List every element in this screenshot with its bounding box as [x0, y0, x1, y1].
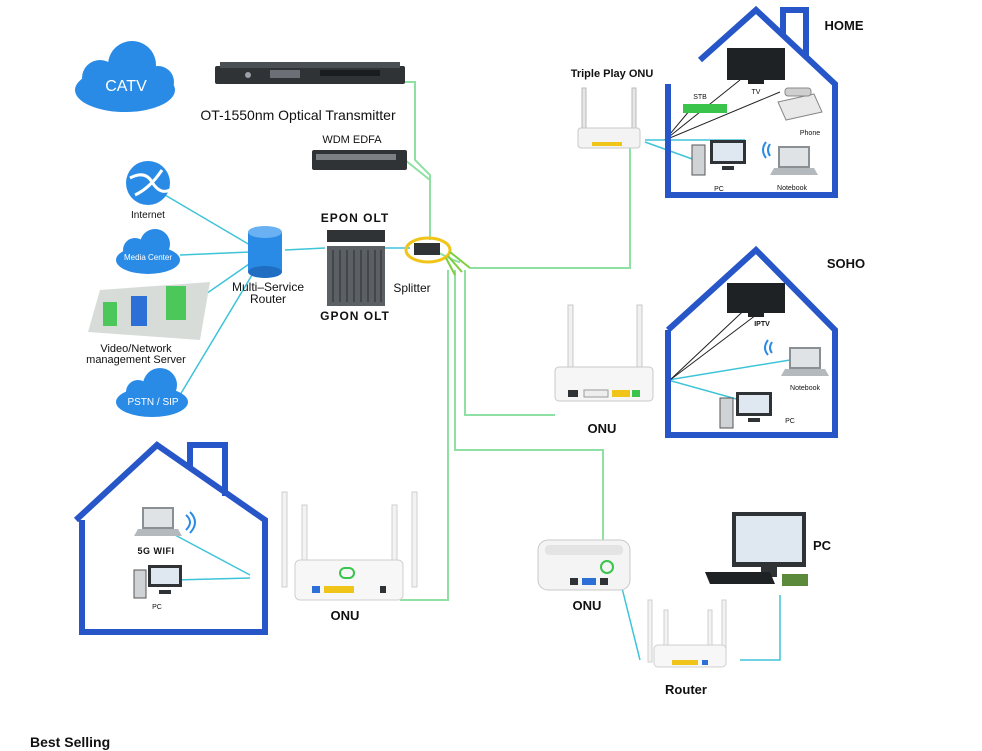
video-server-label: Video/Network — [100, 343, 172, 355]
transmitter-label: OT-1550nm Optical Transmitter — [200, 107, 396, 123]
house-icon — [73, 441, 268, 635]
media-center-label: Media Center — [124, 253, 172, 262]
laptop-icon — [770, 146, 818, 175]
olt-chassis: EPON OLT GPON OLT — [320, 211, 390, 323]
splitter: Splitter — [393, 236, 471, 295]
router-icon — [281, 491, 418, 601]
cloud-icon — [116, 368, 188, 417]
wifi-icon — [762, 141, 771, 159]
globe-icon — [126, 161, 171, 205]
cloud-icon — [75, 41, 175, 112]
tv-icon — [727, 283, 785, 317]
router-device: Router — [647, 599, 727, 697]
msr-label: Multi–Service — [232, 280, 304, 294]
onu-middle: ONU — [554, 304, 654, 436]
stb-box — [683, 104, 727, 113]
tv-icon — [727, 48, 785, 84]
pc-right-label: PC — [813, 538, 832, 553]
onu-right-label: ONU — [573, 598, 602, 613]
phone-label: Phone — [800, 130, 820, 137]
phone-icon — [777, 87, 823, 121]
onu-left-label: ONU — [331, 608, 360, 623]
database-icon — [248, 226, 282, 278]
pc-left-label: PC — [152, 604, 162, 611]
home-house: HOME TV STB Phone PC Notebook — [665, 5, 864, 198]
triple-play-onu: Triple Play ONU — [571, 68, 654, 149]
home-label: HOME — [825, 18, 864, 33]
house-icon — [665, 245, 838, 438]
stb-label: STB — [693, 94, 707, 101]
notebook-soho-label: Notebook — [790, 385, 820, 392]
laptop-icon — [134, 507, 182, 536]
catv-label: CATV — [105, 78, 147, 95]
wifi-icon — [185, 511, 196, 534]
catv-cloud: CATV — [75, 41, 175, 112]
wdm-edfa: WDM EDFA — [312, 134, 407, 170]
epon-olt-label: EPON OLT — [321, 211, 389, 225]
gpon-olt-label: GPON OLT — [320, 309, 390, 323]
soho-label: SOHO — [827, 256, 865, 271]
fiber-links — [395, 81, 640, 601]
notebook-home-label: Notebook — [777, 185, 807, 192]
router-label: Router — [665, 682, 707, 697]
cloud-icon — [116, 229, 180, 274]
triple-play-label: Triple Play ONU — [571, 68, 654, 80]
home-internal-links — [664, 79, 781, 381]
left-house: 5G WIFI PC — [73, 441, 268, 635]
pc-icon — [133, 565, 182, 599]
section-heading: Best Selling — [30, 734, 111, 750]
media-center-cloud: Media Center — [116, 229, 180, 274]
wifi5g-label: 5G WIFI — [138, 546, 175, 556]
multi-service-router: Multi–Service Router — [232, 226, 304, 306]
iptv-label: IPTV — [754, 321, 770, 328]
video-server-label-2: management Server — [86, 354, 186, 366]
laptop-icon — [781, 347, 829, 376]
splitter-label: Splitter — [393, 281, 430, 295]
router-icon — [554, 304, 654, 402]
pc-home-label: PC — [714, 186, 724, 193]
pc-right: PC — [705, 512, 832, 586]
pstn-label: PSTN / SIP — [127, 397, 178, 408]
optical-transmitter: OT-1550nm Optical Transmitter — [200, 62, 405, 123]
video-server: Video/Network management Server — [86, 282, 210, 366]
soho-house: SOHO IPTV Notebook PC — [665, 245, 865, 438]
pc-soho-label: PC — [785, 418, 795, 425]
pc-icon — [719, 392, 772, 429]
internet-label: Internet — [131, 210, 165, 221]
pstn-cloud: PSTN / SIP — [116, 368, 188, 417]
ethernet-links — [164, 139, 791, 661]
pc-icon — [691, 140, 746, 176]
internet-node: Internet — [126, 161, 171, 221]
router-icon — [537, 539, 631, 591]
pc-icon — [705, 512, 808, 586]
house-icon — [665, 5, 838, 198]
msr-label-2: Router — [250, 292, 286, 306]
onu-right: ONU — [537, 539, 631, 613]
tv-label: TV — [752, 89, 761, 96]
onu-left: ONU — [281, 491, 418, 623]
router-icon — [577, 87, 641, 149]
onu-middle-label: ONU — [588, 421, 617, 436]
wdm-edfa-label: WDM EDFA — [322, 134, 382, 146]
router-icon — [647, 599, 727, 668]
wifi-icon — [764, 339, 773, 356]
